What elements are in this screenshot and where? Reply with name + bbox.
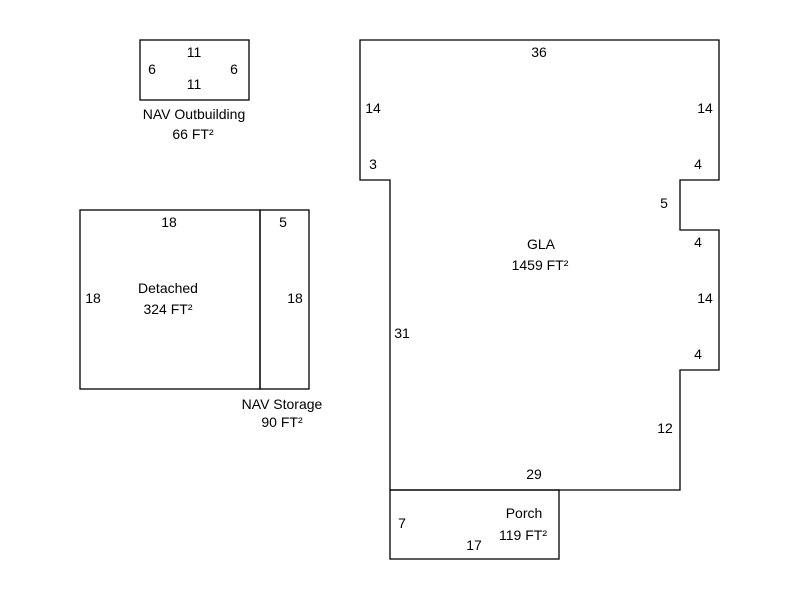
nav-storage-area-value: 90 FT² (261, 414, 303, 430)
nav-outbuilding-area[interactable]: 11 11 6 6 NAV Outbuilding 66 FT² (139, 39, 250, 142)
gla-area-value: 1459 FT² (512, 257, 569, 273)
gla-dim-right-step-upper: 4 (694, 156, 702, 172)
detached-label: Detached (138, 280, 198, 296)
gla-area[interactable]: 36 14 14 3 4 5 4 14 4 31 12 29 GLA 1459 … (359, 39, 720, 491)
detached-outline (79, 209, 261, 390)
detached-area[interactable]: 18 18 Detached 324 FT² (79, 209, 261, 390)
porch-label: Porch (506, 505, 543, 521)
porch-dim-left: 7 (398, 515, 406, 531)
porch-outline (389, 489, 560, 560)
gla-dim-notch-depth: 5 (660, 195, 668, 211)
detached-area-value: 324 FT² (143, 301, 192, 317)
gla-dim-right-upper: 14 (697, 100, 713, 116)
gla-dim-right-step-lower: 4 (694, 346, 702, 362)
nav-outbuilding-area-value: 66 FT² (172, 126, 214, 142)
nav-storage-label: NAV Storage (242, 396, 323, 412)
porch-dim-bottom: 17 (466, 537, 482, 553)
detached-dim-left: 18 (85, 290, 101, 306)
gla-dim-right-lower: 12 (657, 420, 673, 436)
nav-outbuilding-label: NAV Outbuilding (143, 106, 245, 122)
gla-dim-left-upper: 14 (365, 100, 381, 116)
nav-outbuilding-dim-bottom: 11 (187, 76, 202, 92)
gla-dim-bottom: 29 (526, 466, 542, 482)
nav-outbuilding-dim-left: 6 (148, 61, 156, 77)
gla-dim-top: 36 (531, 44, 547, 60)
gla-dim-right-step-mid: 4 (694, 234, 702, 250)
gla-dim-left-lower: 31 (394, 325, 410, 341)
nav-outbuilding-dim-right: 6 (230, 61, 238, 77)
nav-outbuilding-outline (139, 39, 250, 101)
gla-dim-right-middle: 14 (697, 290, 713, 306)
nav-storage-dim-top: 5 (279, 214, 287, 230)
gla-dim-left-step: 3 (369, 156, 377, 172)
nav-storage-area[interactable]: 5 18 NAV Storage 90 FT² (242, 209, 323, 430)
nav-storage-outline (259, 209, 310, 390)
nav-outbuilding-dim-top: 11 (187, 44, 202, 60)
porch-area-value: 119 FT² (499, 527, 547, 543)
detached-dim-top: 18 (161, 214, 177, 230)
gla-label: GLA (527, 236, 556, 252)
nav-storage-dim-right: 18 (287, 290, 303, 306)
porch-area[interactable]: 7 17 Porch 119 FT² (389, 489, 560, 560)
gla-outline (359, 39, 720, 491)
